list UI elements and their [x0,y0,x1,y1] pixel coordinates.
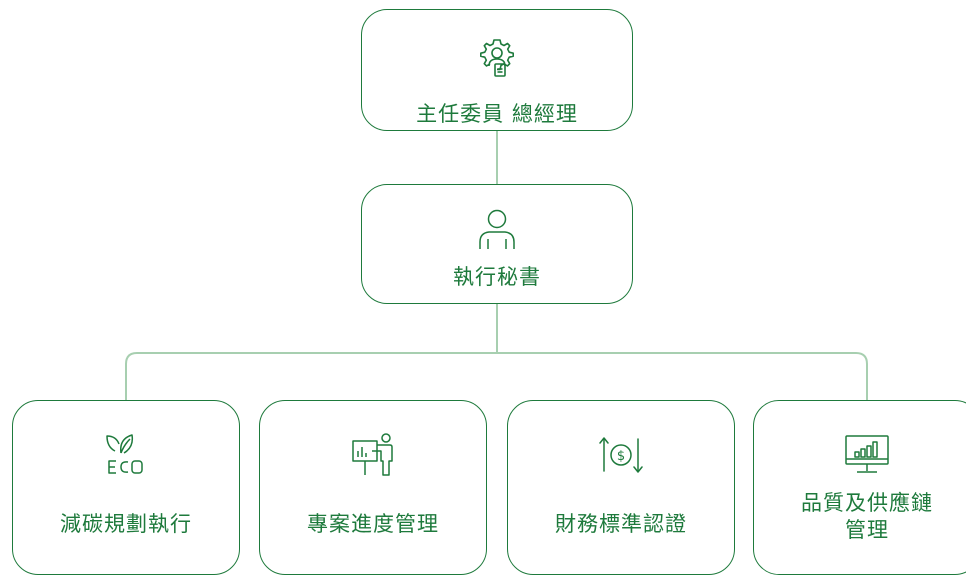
org-node-project-progress: 專案進度管理 [259,400,487,575]
org-node-finance-certification: $ 財務標準認證 [507,400,735,575]
person-icon [477,209,517,255]
presentation-icon [350,433,396,481]
org-node-label: 減碳規劃執行 [60,512,192,536]
org-node-executive-secretary: 執行秘書 [361,184,633,304]
finance-cycle-icon: $ [599,433,643,481]
gear-person-icon [478,38,516,82]
svg-text:$: $ [617,449,625,464]
org-node-general-manager: 主任委員 總經理 [361,9,633,131]
org-node-label: 財務標準認證 [555,512,687,536]
org-node-label: 專案進度管理 [307,512,439,536]
org-node-quality-supply-chain: 品質及供應鏈 管理 [753,400,966,575]
connector-lines [125,131,868,400]
connector-horizontal-bar [125,352,868,400]
monitor-chart-icon [843,433,891,479]
eco-leaf-icon [102,433,150,479]
org-node-label: 主任委員 總經理 [416,102,578,126]
org-node-label: 品質及供應鏈 管理 [801,491,933,542]
org-node-label: 執行秘書 [453,265,541,289]
org-node-carbon-reduction: 減碳規劃執行 [12,400,240,575]
